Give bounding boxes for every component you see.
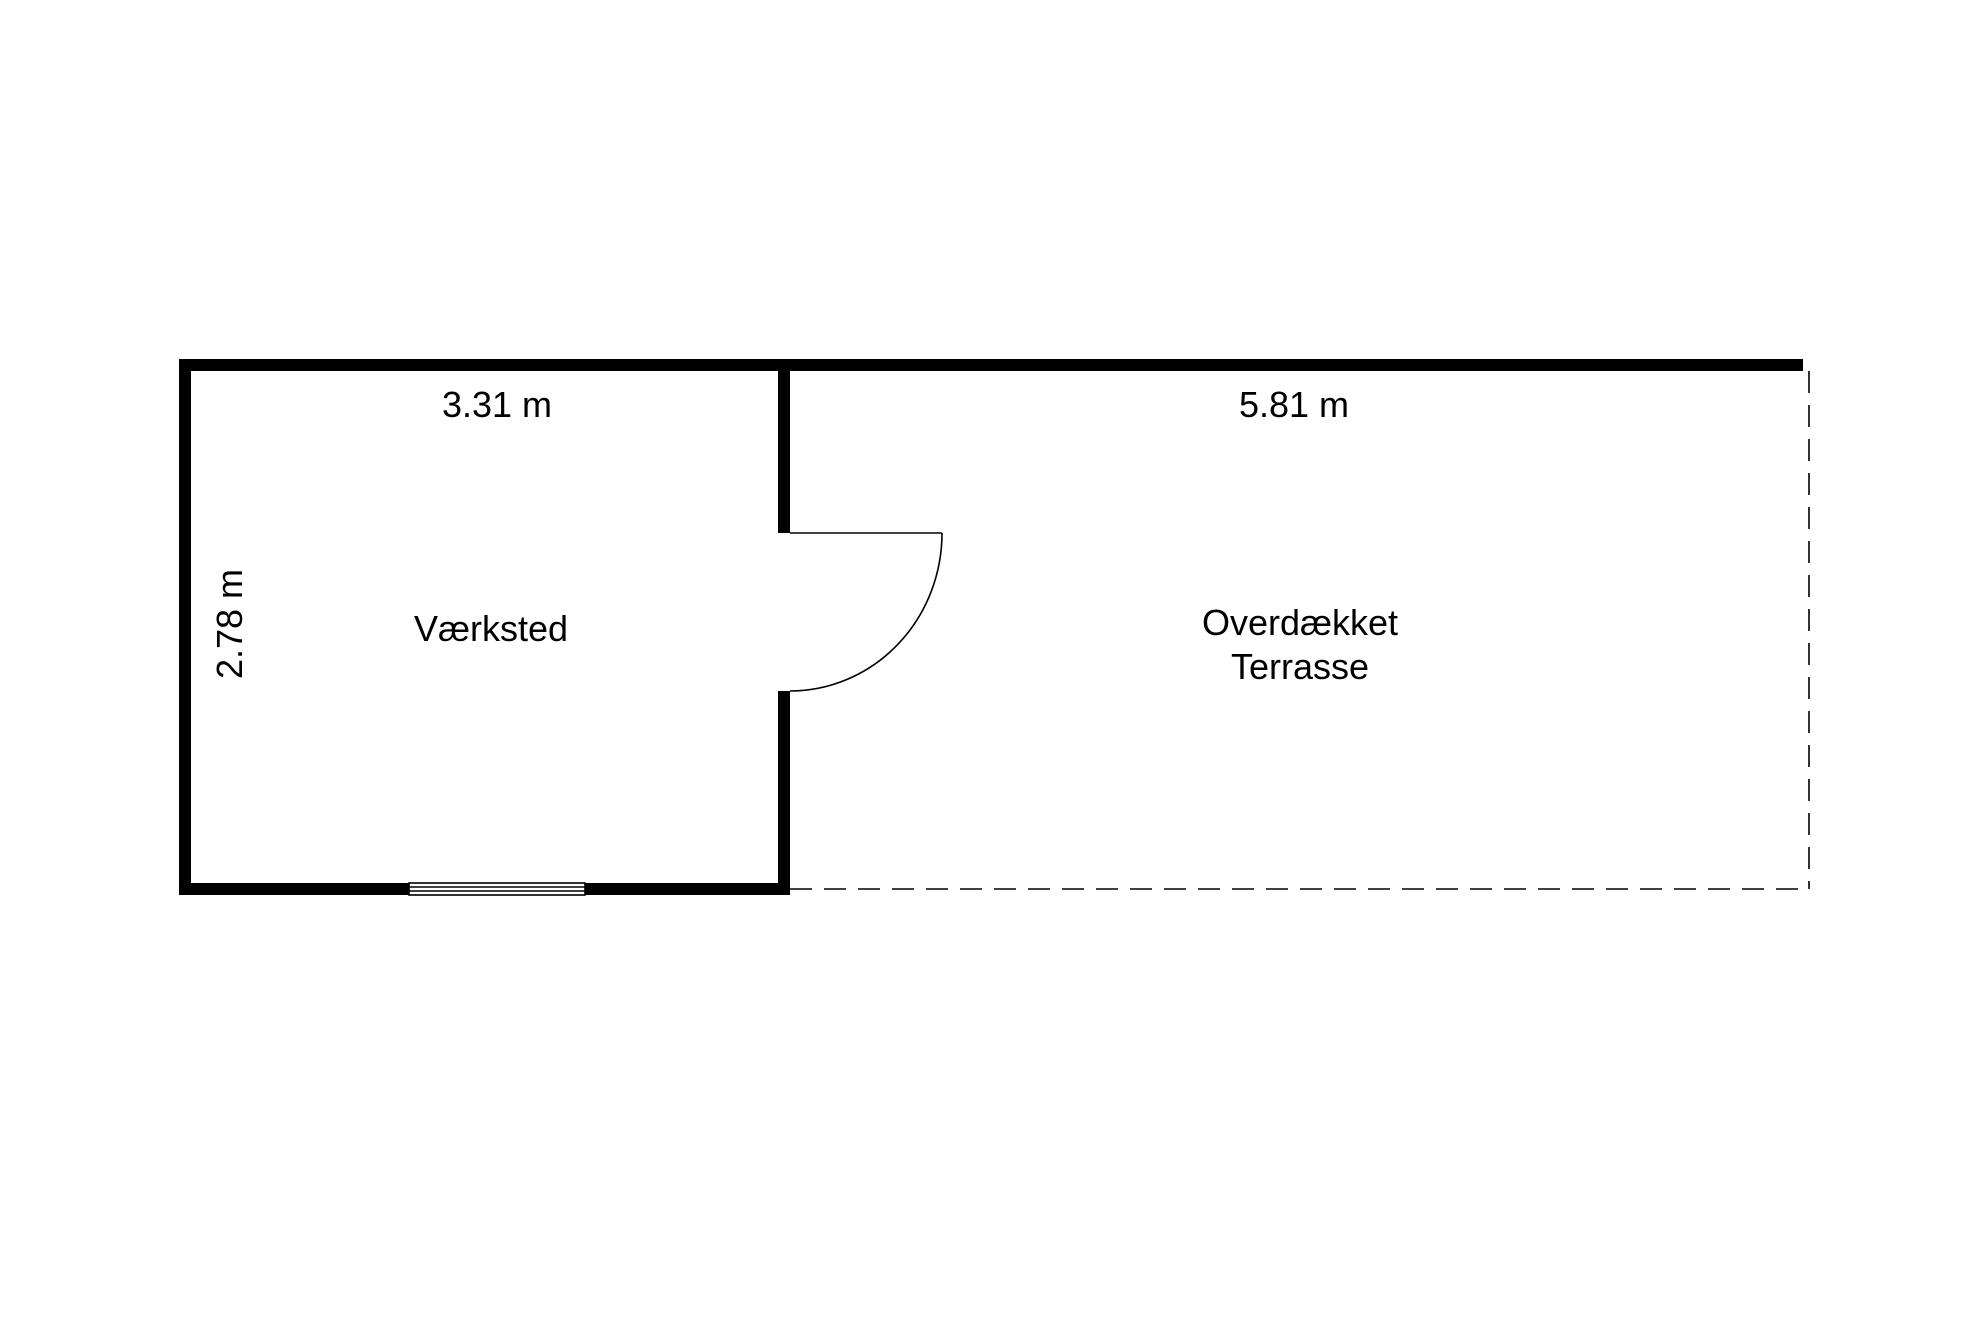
window xyxy=(408,882,586,896)
bottom-wall-left xyxy=(179,883,409,895)
left-wall xyxy=(179,359,191,895)
partition-wall-lower xyxy=(778,691,790,895)
room-label-terrasse-line1: Overdækket xyxy=(1201,602,1399,643)
room-label-terrasse: Overdækket Terrasse xyxy=(1140,601,1460,689)
dimension-vaerksted-width: 3.31 m xyxy=(441,384,553,425)
door xyxy=(789,532,943,692)
walls xyxy=(179,359,1803,895)
dimension-terrasse-width: 5.81 m xyxy=(1238,384,1350,425)
door-swing-arc xyxy=(789,532,943,692)
bottom-wall-right xyxy=(585,883,790,895)
room-label-vaerksted: Værksted xyxy=(413,608,569,649)
room-label-terrasse-line2: Terrasse xyxy=(1230,646,1370,687)
top-wall xyxy=(179,359,1803,371)
dimension-vaerksted-depth: 2.78 m xyxy=(209,568,250,680)
terrace-open-edge xyxy=(790,371,1810,890)
partition-wall-upper xyxy=(778,359,790,533)
